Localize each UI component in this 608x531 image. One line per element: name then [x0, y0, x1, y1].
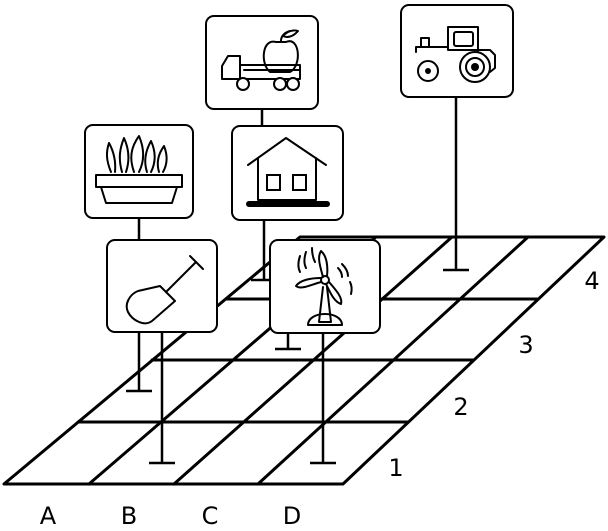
tractor-marker [400, 4, 514, 272]
shovel-marker [106, 239, 218, 465]
row-labels: 1 2 3 4 [388, 267, 599, 482]
column-label-b: B [121, 502, 137, 530]
tractor-icon [415, 26, 496, 83]
wind-turbine-icon [295, 247, 353, 326]
row-label-4: 4 [584, 267, 599, 295]
produce-delivery-truck-icon [221, 29, 301, 91]
house-marker [231, 125, 344, 282]
column-label-a: A [40, 502, 57, 530]
column-labels: A B C D [40, 502, 301, 530]
column-label-c: C [202, 502, 219, 530]
plants-marker [84, 124, 194, 242]
potted-plants-icon [95, 135, 183, 204]
farmhouse-icon [246, 137, 330, 207]
row-label-1: 1 [388, 454, 403, 482]
delivery-truck-marker [205, 15, 319, 130]
wind-turbine-marker [269, 239, 381, 465]
row-label-3: 3 [518, 331, 533, 359]
shovel-icon [125, 255, 204, 325]
row-label-2: 2 [453, 393, 468, 421]
column-label-d: D [283, 502, 301, 530]
